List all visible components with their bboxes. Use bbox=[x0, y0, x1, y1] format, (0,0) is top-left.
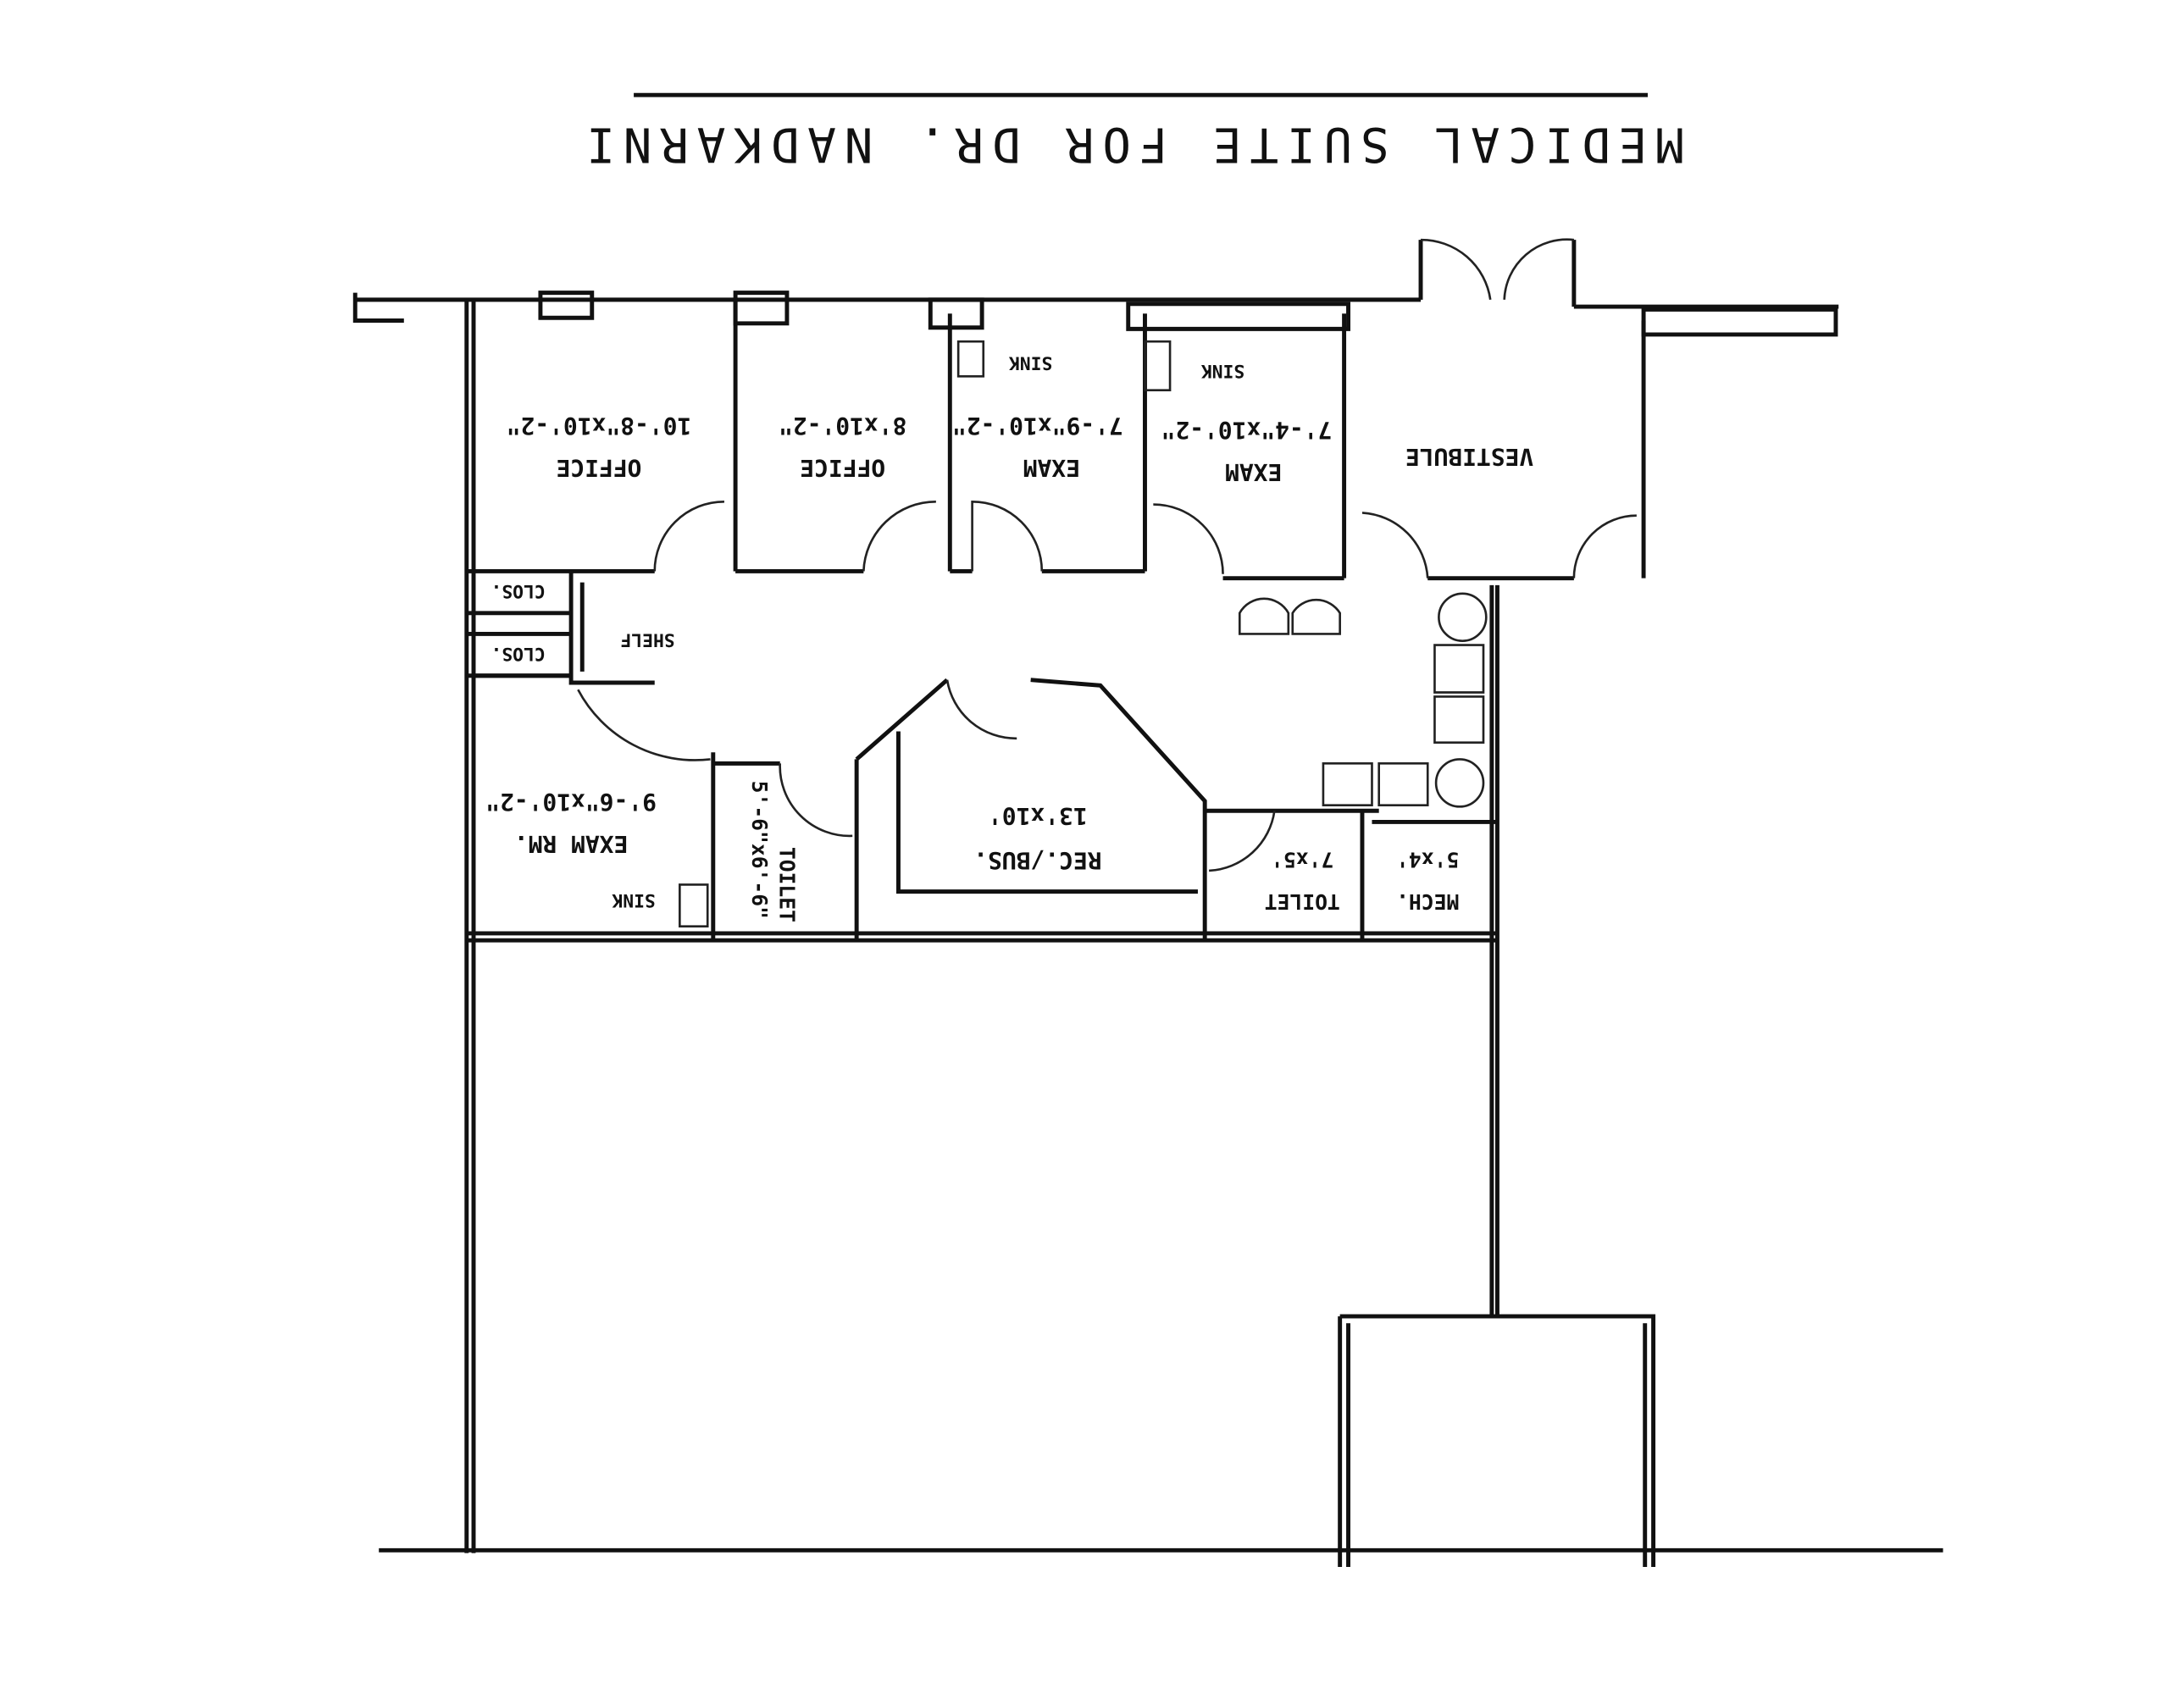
room-label-exam-rm: EXAM RM. bbox=[514, 830, 629, 858]
closet-label-2: CLOS. bbox=[491, 643, 545, 664]
walls bbox=[352, 238, 1943, 1568]
room-label-mech: MECH. bbox=[1396, 889, 1459, 914]
room-size-reception: 13'x10' bbox=[988, 802, 1088, 830]
room-label-vestibule: VESTIBULE bbox=[1405, 443, 1533, 471]
room-label-exam-1: EXAM bbox=[1023, 454, 1080, 482]
shelf-label: SHELF bbox=[620, 628, 674, 650]
room-size-office-2: 8'x10'-2" bbox=[779, 412, 906, 440]
sink-label-exam-1: SINK bbox=[1009, 352, 1053, 373]
closet-label-1: CLOS. bbox=[491, 580, 545, 601]
room-label-office-2: OFFICE bbox=[800, 454, 885, 482]
room-label-toilet-1: TOILET bbox=[775, 847, 800, 922]
room-size-office-1: 10'-8"x10'-2" bbox=[507, 412, 692, 440]
room-size-exam-2: 7'-4"x10'-2" bbox=[1161, 417, 1333, 445]
room-size-exam-1: 7'-9"x10'-2" bbox=[952, 412, 1123, 440]
room-size-toilet-2: 7'x5' bbox=[1271, 848, 1333, 872]
room-label-office-1: OFFICE bbox=[557, 454, 642, 482]
room-size-toilet-1: 5'-6"x6'-6" bbox=[747, 781, 772, 919]
room-label-exam-2: EXAM bbox=[1225, 458, 1282, 486]
room-label-reception: REC./BUS. bbox=[973, 847, 1101, 875]
sink-label-exam-rm: SINK bbox=[612, 889, 656, 911]
room-size-exam-rm: 9'-6"x10'-2" bbox=[485, 789, 657, 817]
plan-title: MEDICAL SUITE FOR DR. NADKARNI bbox=[578, 117, 1683, 172]
room-size-mech: 5'x4' bbox=[1396, 848, 1459, 872]
room-label-toilet-2: TOILET bbox=[1265, 889, 1340, 914]
sink-label-exam-2: SINK bbox=[1201, 360, 1245, 381]
